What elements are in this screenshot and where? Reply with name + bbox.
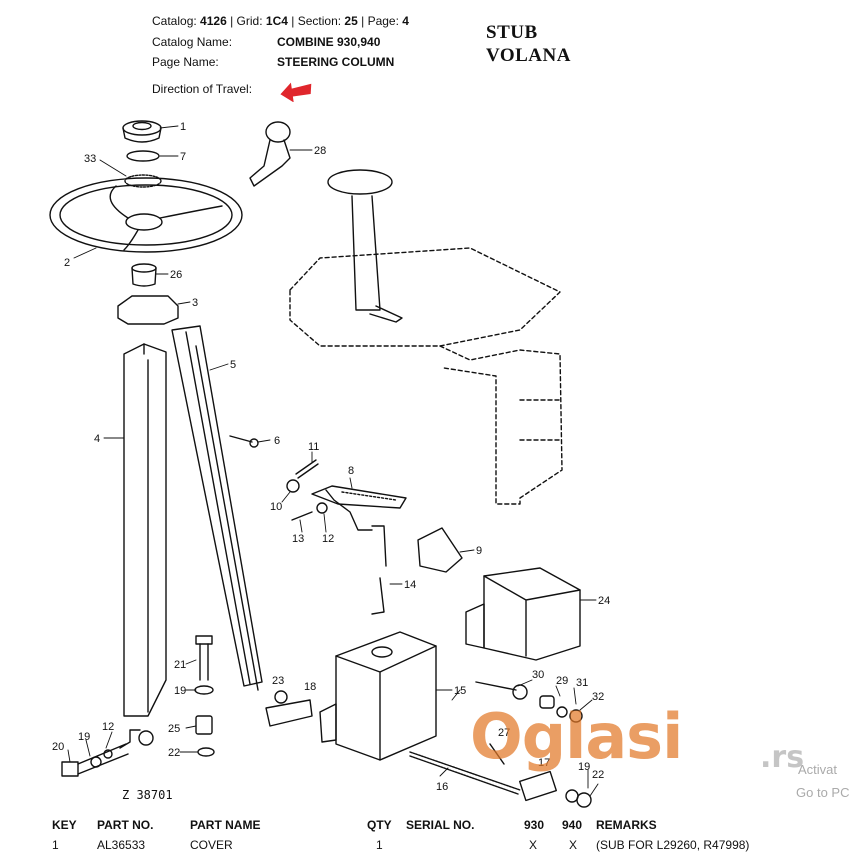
part-bracket-9 bbox=[417, 527, 463, 573]
catalog-line: Catalog: 4126 | Grid: 1C4 | Section: 25 … bbox=[152, 14, 409, 28]
figure-code: Z 38701 bbox=[122, 788, 173, 802]
col-940: 940 bbox=[562, 818, 583, 832]
row-1-930: X bbox=[529, 838, 538, 852]
callout-19-left: 19 bbox=[78, 731, 90, 743]
callout-33: 33 bbox=[84, 153, 96, 165]
callout-25: 25 bbox=[168, 723, 180, 735]
part-pin-11 bbox=[295, 459, 319, 479]
title-line-2: VOLANA bbox=[486, 45, 571, 66]
callout-15: 15 bbox=[454, 685, 466, 697]
part-column-shroud bbox=[123, 343, 167, 717]
callout-23: 23 bbox=[272, 675, 284, 687]
page-name: STEERING COLUMN bbox=[277, 55, 395, 69]
callout-11: 11 bbox=[308, 441, 319, 453]
callout-29: 29 bbox=[556, 675, 568, 687]
callout-13: 13 bbox=[292, 533, 304, 545]
col-part-name: PART NAME bbox=[190, 818, 261, 832]
part-gear-ring bbox=[124, 174, 162, 188]
part-pin-13 bbox=[291, 511, 313, 521]
callout-9: 9 bbox=[476, 545, 482, 557]
part-bracket-24 bbox=[465, 567, 581, 661]
row-1-remarks: (SUB FOR L29260, R47998) bbox=[596, 838, 750, 852]
callout-22-left: 22 bbox=[168, 747, 180, 759]
callout-8: 8 bbox=[348, 465, 354, 477]
part-27 bbox=[489, 743, 505, 765]
col-930: 930 bbox=[524, 818, 545, 832]
callout-19-mid: 19 bbox=[174, 685, 186, 697]
callout-24: 24 bbox=[598, 595, 610, 607]
callout-16: 16 bbox=[436, 781, 448, 793]
exploded-parts-diagram: 1 7 33 28 2 26 3 5 4 6 11 8 10 12 13 9 1… bbox=[49, 120, 610, 808]
part-bolt-stack bbox=[194, 635, 215, 757]
col-remarks: REMARKS bbox=[596, 818, 657, 832]
callout-28: 28 bbox=[314, 145, 326, 157]
callout-12-lower: 12 bbox=[102, 721, 114, 733]
callout-10: 10 bbox=[270, 501, 282, 513]
cab-outline bbox=[289, 247, 563, 505]
callout-26: 26 bbox=[170, 269, 182, 281]
mini-steering-column bbox=[327, 169, 403, 323]
row-1-qty: 1 bbox=[376, 838, 383, 852]
part-washer-10 bbox=[286, 479, 300, 493]
callout-14: 14 bbox=[404, 579, 416, 591]
col-part-no: PART NO. bbox=[97, 818, 154, 832]
part-washer-12 bbox=[316, 502, 328, 514]
activation-line-1: Activat bbox=[798, 762, 838, 777]
row-1-part-no: AL36533 bbox=[97, 838, 146, 852]
part-link-14 bbox=[371, 577, 385, 615]
catalog-name: COMBINE 930,940 bbox=[277, 35, 381, 49]
title-line-1: STUB bbox=[486, 22, 538, 43]
part-column-channel bbox=[171, 325, 263, 691]
watermark-tld: .rs bbox=[760, 740, 805, 775]
callout-21: 21 bbox=[174, 659, 186, 671]
row-1-part-name: COVER bbox=[190, 838, 233, 852]
part-bracket-18 bbox=[265, 690, 313, 727]
callout-31: 31 bbox=[576, 677, 588, 689]
row-1-key: 1 bbox=[52, 838, 59, 852]
part-cover bbox=[122, 120, 162, 143]
callout-5: 5 bbox=[230, 359, 236, 371]
callout-12-upper: 12 bbox=[322, 533, 334, 545]
callout-4: 4 bbox=[94, 433, 100, 445]
callout-18: 18 bbox=[304, 681, 316, 693]
direction-label: Direction of Travel: bbox=[152, 82, 253, 96]
col-key: KEY bbox=[52, 818, 77, 832]
callout-1: 1 bbox=[180, 121, 186, 133]
callout-32: 32 bbox=[592, 691, 604, 703]
part-housing-15 bbox=[319, 631, 437, 761]
callout-labels: 1 7 33 28 2 26 3 5 4 6 11 8 10 12 13 9 1… bbox=[52, 121, 610, 793]
row-1-940: X bbox=[569, 838, 578, 852]
part-bushing bbox=[131, 263, 157, 287]
col-qty: QTY bbox=[367, 818, 392, 832]
callout-2: 2 bbox=[64, 257, 70, 269]
watermark-brand: Oglasi bbox=[470, 700, 683, 773]
direction-arrow-icon bbox=[280, 82, 312, 102]
part-lower-bolt bbox=[61, 729, 154, 777]
part-bolt-6 bbox=[229, 435, 259, 448]
catalog-name-label: Catalog Name: bbox=[152, 35, 233, 49]
part-rod-16 bbox=[409, 751, 592, 808]
part-rod bbox=[371, 525, 387, 567]
part-lever-knob bbox=[249, 121, 291, 187]
callout-7: 7 bbox=[180, 151, 186, 163]
callout-3: 3 bbox=[192, 297, 198, 309]
callout-30: 30 bbox=[532, 669, 544, 681]
callout-27: 27 bbox=[498, 727, 510, 739]
callout-17: 17 bbox=[538, 757, 550, 769]
callout-20: 20 bbox=[52, 741, 64, 753]
leader-lines bbox=[67, 125, 599, 797]
callout-19-right: 19 bbox=[578, 761, 590, 773]
part-steering-wheel bbox=[49, 177, 243, 253]
part-bolt-30-series bbox=[475, 681, 583, 723]
callout-6: 6 bbox=[274, 435, 280, 447]
page-name-label: Page Name: bbox=[152, 55, 219, 69]
callout-22-right: 22 bbox=[592, 769, 604, 781]
activation-line-2: Go to PC bbox=[796, 785, 850, 800]
part-boot bbox=[117, 295, 179, 325]
col-serial-no: SERIAL NO. bbox=[406, 818, 475, 832]
part-pedal bbox=[311, 485, 407, 531]
part-ring bbox=[126, 150, 160, 162]
